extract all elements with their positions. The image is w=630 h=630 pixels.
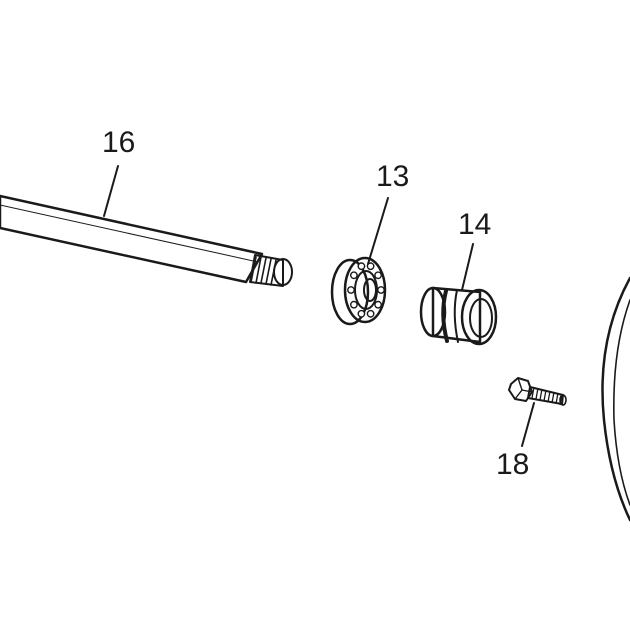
bolt-callout-label: 18: [496, 448, 529, 481]
bolt-leader-line: [521, 402, 535, 447]
bolt-thread-mark: [555, 392, 559, 405]
bolt-thread-mark: [539, 388, 543, 401]
bearing-ball: [349, 271, 358, 280]
bolt-thread-mark: [531, 386, 535, 399]
ball-bearing: 13: [330, 160, 409, 326]
bearing-ball: [347, 286, 355, 294]
spacer-sleeve: 14: [419, 208, 498, 346]
bearing-ball: [374, 300, 382, 309]
hex-bolt: 18: [496, 377, 567, 481]
bearing-ball: [357, 309, 366, 318]
bearing-leader-line: [367, 197, 389, 265]
spacer-leader-line: [461, 243, 474, 291]
bolt-thread-mark: [535, 387, 539, 400]
bearing-ball: [349, 300, 358, 309]
axle-threaded-end: [249, 254, 293, 287]
bearing-ball: [366, 309, 375, 318]
axle-shaft: 16: [0, 126, 293, 287]
axle-callout-label: 16: [102, 126, 135, 159]
bearing-callout-label: 13: [376, 160, 409, 193]
bearing-ball: [366, 262, 375, 271]
bearing-balls: [347, 262, 385, 318]
wheel-rim: [601, 276, 630, 522]
bolt-thread-mark: [543, 389, 547, 402]
bearing-ball: [357, 262, 366, 271]
axle-leader-line: [103, 165, 119, 217]
bearing-ball: [377, 286, 385, 294]
bearing-ball: [374, 271, 382, 280]
spacer-callout-label: 14: [458, 208, 491, 241]
bolt-thread-mark: [551, 391, 555, 404]
bolt-thread-mark: [547, 390, 551, 403]
